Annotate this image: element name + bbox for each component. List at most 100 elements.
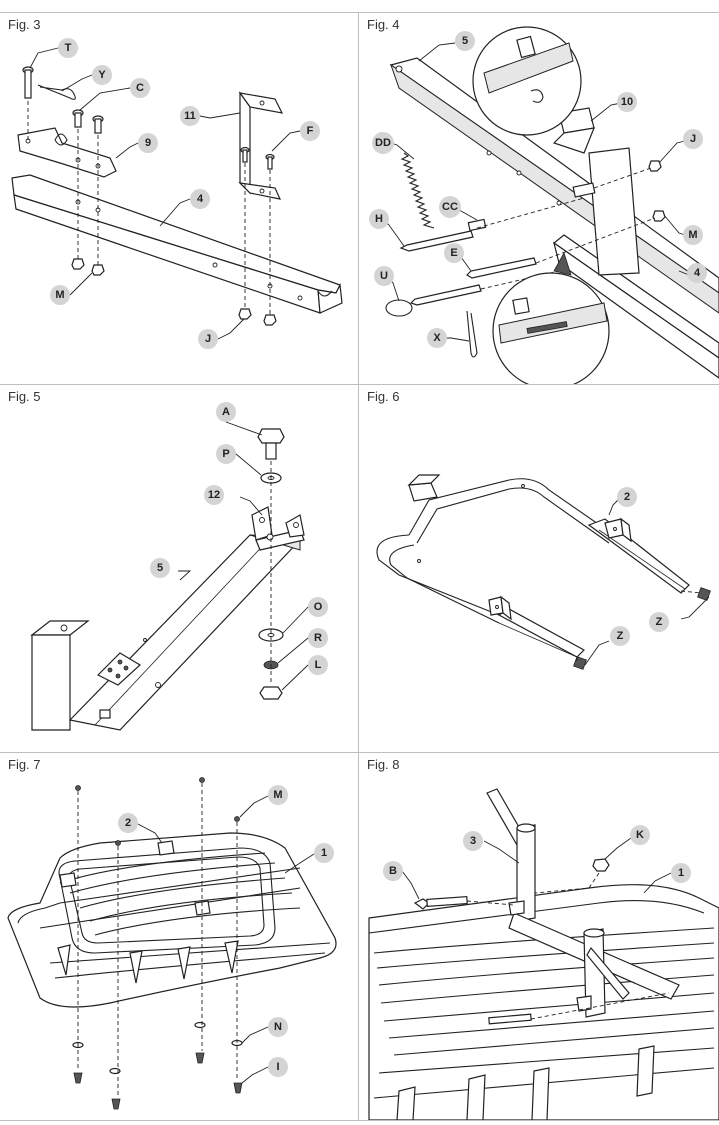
callout-5: 5	[455, 31, 475, 51]
figure-title: Fig. 3	[8, 17, 41, 32]
fig3-callouts: T Y C 9 11 F 4 M J	[50, 38, 320, 349]
svg-text:O: O	[314, 601, 323, 613]
callout-f: F	[300, 121, 320, 141]
svg-text:M: M	[273, 789, 282, 801]
bottom-divider	[0, 1120, 719, 1121]
svg-text:10: 10	[621, 96, 633, 108]
svg-text:P: P	[222, 448, 229, 460]
callout-k: K	[630, 825, 650, 845]
callout-11: 11	[180, 106, 200, 126]
callout-m: M	[268, 785, 288, 805]
svg-text:U: U	[380, 270, 388, 282]
callout-t: T	[58, 38, 78, 58]
svg-text:4: 4	[694, 267, 701, 279]
basket-ribs	[57, 940, 239, 984]
figure-5: Fig. 5	[0, 385, 358, 752]
svg-text:J: J	[205, 333, 211, 345]
callout-u: U	[374, 266, 394, 286]
svg-text:5: 5	[462, 35, 468, 47]
svg-text:M: M	[688, 229, 697, 241]
svg-text:1: 1	[678, 867, 684, 879]
callout-4: 4	[687, 263, 707, 283]
figure-7: Fig. 7	[0, 753, 358, 1120]
bracket-part-9	[17, 127, 117, 178]
callout-z-right: Z	[649, 612, 669, 632]
fig4-drawing	[384, 26, 719, 384]
callout-2: 2	[617, 487, 637, 507]
fig5-leaders	[178, 496, 263, 581]
callout-1: 1	[671, 863, 691, 883]
callout-n: N	[268, 1017, 288, 1037]
svg-text:C: C	[136, 82, 144, 94]
callout-e: E	[444, 243, 464, 263]
callout-cc: CC	[439, 196, 461, 218]
callout-c: C	[130, 78, 150, 98]
rail-part-4	[11, 174, 343, 314]
svg-text:H: H	[375, 213, 383, 225]
svg-text:12: 12	[208, 489, 220, 501]
row-divider-1	[0, 384, 719, 385]
bolt-part-f	[240, 146, 275, 170]
nut-part-m	[71, 258, 105, 276]
spring-part-dd	[400, 152, 435, 229]
nut-part-j	[238, 308, 277, 326]
fig3-leaders	[29, 47, 301, 340]
fig5-callout-leaders	[225, 421, 309, 691]
bolt-part-m	[75, 777, 240, 846]
frame-part-2	[376, 474, 690, 658]
bolt-part-c	[72, 109, 104, 134]
spacer-part-cc-2	[572, 182, 596, 198]
callout-12: 12	[204, 485, 224, 505]
callout-5: 5	[150, 558, 170, 578]
detail-magnifier-bottom	[492, 251, 610, 384]
pin-part-t	[22, 66, 34, 99]
callout-r: R	[308, 628, 328, 648]
figure-title: Fig. 4	[367, 17, 400, 32]
column-divider	[358, 12, 359, 1120]
figure-4: Fig. 4	[359, 13, 719, 384]
svg-text:4: 4	[197, 193, 204, 205]
callout-m: M	[683, 225, 703, 245]
callout-b: B	[383, 861, 403, 881]
figure-8: Fig. 8	[359, 753, 719, 1120]
bolt-part-a	[257, 428, 285, 460]
fig8-callouts: 3 K B 1	[383, 825, 691, 883]
pin-part-e	[466, 257, 537, 279]
fig8-leaders	[401, 837, 672, 900]
callout-1: 1	[314, 843, 334, 863]
callout-j: J	[683, 129, 703, 149]
row-divider-2	[0, 752, 719, 753]
svg-text:K: K	[636, 829, 644, 841]
callout-dd: DD	[372, 132, 394, 154]
spacer-part-cc	[467, 218, 487, 232]
top-divider	[0, 12, 719, 13]
fig6-drawing	[376, 474, 711, 670]
basket-part-1	[368, 884, 719, 1120]
fig7-assembly-lines	[77, 783, 238, 1098]
clip-part-x	[466, 310, 478, 358]
lower-bolt	[488, 1013, 532, 1025]
figure-title: Fig. 8	[367, 757, 400, 772]
callout-h: H	[369, 209, 389, 229]
pin-part-h	[399, 230, 474, 252]
svg-text:Y: Y	[98, 69, 106, 81]
fig8-drawing	[368, 788, 719, 1120]
bracket-left	[30, 620, 90, 731]
tab-plate	[96, 652, 142, 686]
svg-text:T: T	[65, 42, 72, 54]
svg-text:L: L	[315, 659, 322, 671]
callout-x: X	[427, 328, 447, 348]
nut-part-m	[652, 210, 666, 222]
callout-j: J	[198, 329, 218, 349]
svg-text:3: 3	[470, 835, 476, 847]
fig7-callouts: 2 M 1 N I	[118, 785, 334, 1077]
tube-part-4	[552, 234, 719, 379]
figure-title: Fig. 5	[8, 389, 41, 404]
svg-text:CC: CC	[442, 201, 458, 213]
bracket-part-12	[251, 506, 305, 551]
fig4-callouts: 5 10 DD J CC H M E U 4 X	[369, 31, 707, 348]
callout-o: O	[308, 597, 328, 617]
figure-3: Fig. 3	[0, 13, 358, 384]
callout-l: L	[308, 655, 328, 675]
svg-text:X: X	[433, 332, 441, 344]
